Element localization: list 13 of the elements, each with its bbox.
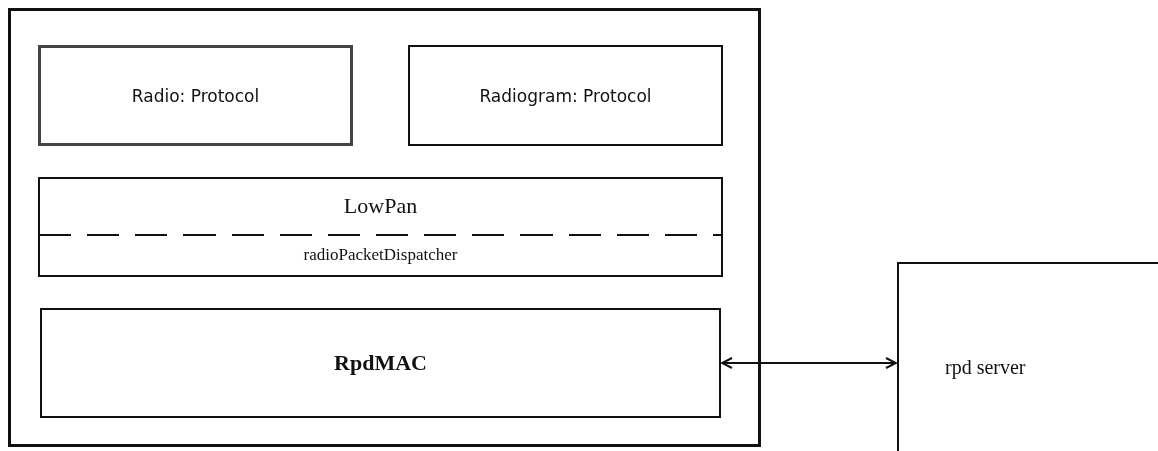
box-label: Radio: Protocol (131, 85, 260, 106)
process-box (38, 177, 723, 277)
double-arrow (721, 357, 897, 369)
process-box (408, 45, 723, 146)
box-label: RpdMAC (334, 350, 427, 376)
process-box (897, 262, 1158, 451)
box-label: rpd server (945, 355, 1026, 379)
process-box (38, 45, 353, 146)
box-label: LowPan (343, 193, 418, 220)
container-box (8, 8, 761, 447)
box-label: Radiogram: Protocol (479, 85, 652, 106)
box-label: radioPacketDispatcher (303, 245, 458, 266)
process-box (40, 308, 721, 418)
